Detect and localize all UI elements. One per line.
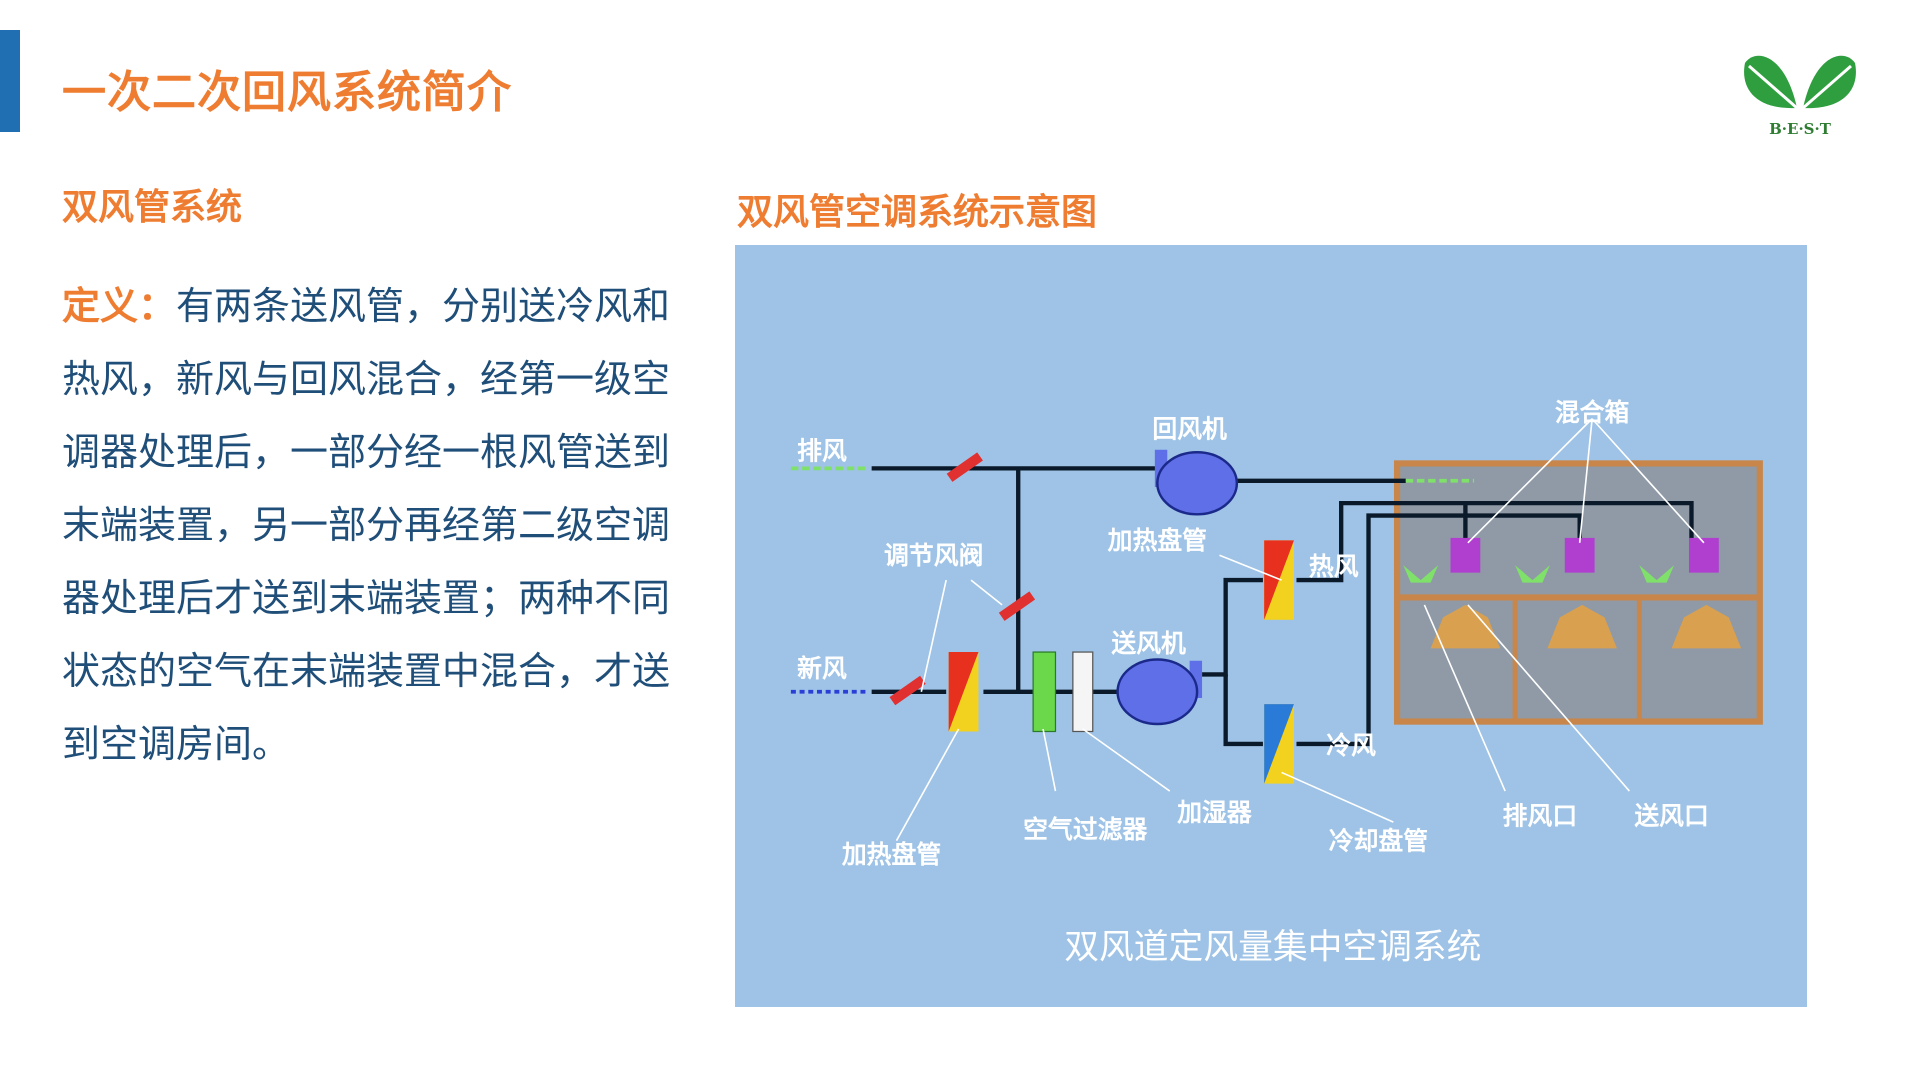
label-cooling-coil: 冷却盘管 bbox=[1329, 826, 1428, 855]
filter-icon bbox=[1032, 651, 1057, 733]
definition-paragraph: 定义：有两条送风管，分别送冷风和热风，新风与回风混合，经第一级空调器处理后，一部… bbox=[62, 270, 702, 781]
label-fresh-air: 新风 bbox=[797, 654, 847, 683]
label-filter: 空气过滤器 bbox=[1023, 815, 1148, 844]
definition-text: 有两条送风管，分别送冷风和热风，新风与回风混合，经第一级空调器处理后，一部分经一… bbox=[62, 284, 671, 766]
label-exhaust-outlet: 排风口 bbox=[1503, 802, 1578, 831]
best-logo: B·E·S·T bbox=[1744, 55, 1856, 138]
label-mixing-box: 混合箱 bbox=[1555, 398, 1630, 427]
label-supply-fan: 送风机 bbox=[1111, 629, 1186, 658]
label-exhaust: 排风 bbox=[797, 437, 847, 466]
diagram-heading: 双风管空调系统示意图 bbox=[737, 192, 1098, 233]
dual-duct-diagram: 排风 回风机 混合箱 调节风阀 加热盘管 热风 送风机 新风 冷风 加湿器 空气… bbox=[735, 245, 1807, 1007]
label-damper: 调节风阀 bbox=[884, 541, 983, 570]
section-heading: 双风管系统 bbox=[62, 187, 243, 228]
svg-text:B·E·S·T: B·E·S·T bbox=[1769, 120, 1832, 138]
definition-label: 定义： bbox=[62, 284, 177, 328]
label-humidifier: 加湿器 bbox=[1177, 798, 1253, 827]
diagram-caption: 双风道定风量集中空调系统 bbox=[1064, 928, 1481, 968]
return-fan-icon bbox=[1156, 451, 1239, 516]
heating-coil-icon bbox=[948, 652, 979, 732]
label-return-fan: 回风机 bbox=[1152, 414, 1227, 443]
label-heating-coil-bottom: 加热盘管 bbox=[842, 840, 941, 869]
heating-coil-top-icon bbox=[1264, 540, 1294, 620]
label-supply-outlet: 送风口 bbox=[1634, 802, 1709, 831]
cooling-coil-icon bbox=[1264, 704, 1294, 784]
accent-bar bbox=[0, 30, 20, 132]
humidifier-icon bbox=[1072, 651, 1094, 733]
page-title: 一次二次回风系统简介 bbox=[62, 67, 512, 118]
supply-fan-icon bbox=[1116, 658, 1199, 726]
label-heating-coil-top: 加热盘管 bbox=[1108, 526, 1207, 555]
mixing-box bbox=[1393, 460, 1763, 725]
label-hot-air: 热风 bbox=[1309, 552, 1359, 581]
label-cold-air: 冷风 bbox=[1326, 731, 1376, 760]
